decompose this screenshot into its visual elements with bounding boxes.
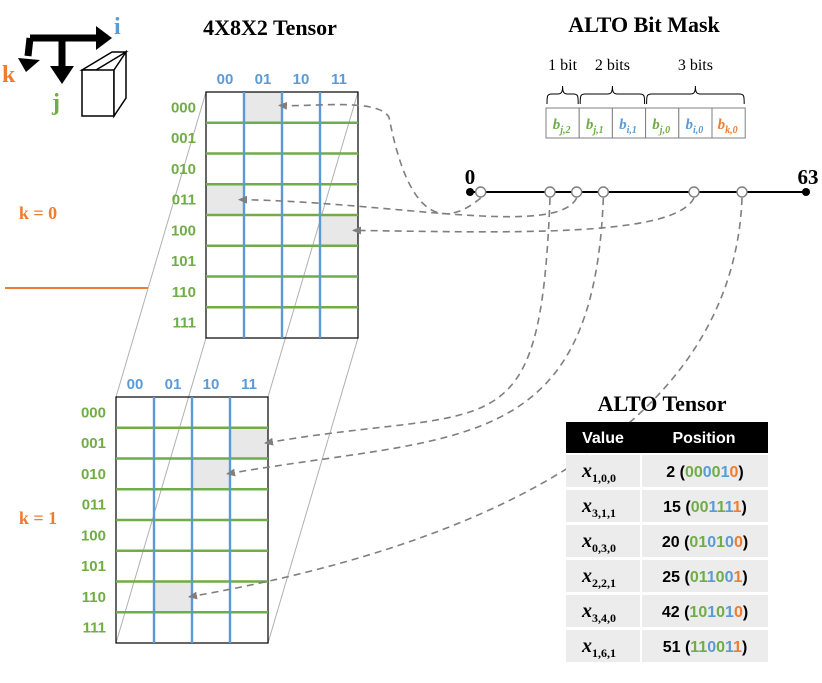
header-position: Position (672, 430, 735, 447)
table-row: x3,1,1 15 (001111) (566, 490, 768, 522)
value-cell: x2,2,1 (581, 565, 616, 590)
row-label: 111 (83, 620, 106, 637)
position-cell: 25 (011001) (662, 569, 747, 586)
bit-mask-title: ALTO Bit Mask (568, 12, 720, 37)
mask-bit-label: bj,0 (652, 117, 670, 136)
highlighted-cell (320, 215, 358, 246)
line-point (597, 186, 610, 198)
bit-mask: bj,2 bj,1 bi,1 bj,0 bi,0 bk,0 1 bit 2 bits 3 bit… (545, 57, 746, 139)
highlighted-cell (154, 581, 192, 613)
table-header (566, 422, 768, 453)
column-label: 00 (217, 71, 234, 88)
slice-k1-label: k = 1 (19, 508, 57, 528)
mapping-arrow (226, 197, 605, 477)
row-label: 010 (171, 161, 196, 178)
position-cell: 42 (101010) (662, 604, 748, 621)
column-label: 01 (255, 71, 272, 88)
bit-group-label: 2 bits (595, 57, 630, 74)
row-label: 110 (82, 589, 106, 606)
table-row: x1,6,1 51 (110011) (566, 630, 768, 662)
alto-table: Value Position x1,0,0 2 (000010) x3,1,1 15 (0… (566, 422, 768, 662)
line-end-label: 63 (798, 165, 819, 189)
column-label: 11 (241, 376, 257, 393)
column-label: 11 (331, 71, 347, 88)
value-cell: x3,4,0 (581, 600, 616, 625)
column-label: 10 (203, 376, 220, 393)
slice-k0-label: k = 0 (19, 203, 57, 223)
axis-glyph: i k j (2, 14, 129, 119)
row-label: 111 (173, 315, 196, 332)
row-label: 000 (81, 404, 106, 421)
axis-j-label: j (51, 90, 60, 116)
value-cell: x1,0,0 (581, 460, 616, 485)
bit-group-label: 3 bits (678, 57, 713, 74)
table-row: x3,4,0 42 (101010) (566, 595, 768, 627)
value-cell: x1,6,1 (581, 635, 616, 660)
tensor-title: 4X8X2 Tensor (203, 15, 337, 40)
row-label: 011 (172, 192, 196, 209)
table-row: x1,0,0 2 (000010) (566, 455, 768, 487)
line-point (570, 186, 583, 198)
row-label: 101 (81, 558, 106, 575)
mask-bit-label: bj,2 (553, 117, 571, 136)
row-label: 100 (171, 222, 196, 239)
mask-bit-label: bi,1 (619, 117, 637, 136)
mapping-arrow (238, 195, 578, 218)
line-point (688, 186, 700, 198)
value-cell: x0,3,0 (581, 530, 616, 555)
table-row: x0,3,0 20 (010100) (566, 525, 768, 557)
highlighted-cell (206, 184, 244, 215)
mask-bit-cell (545, 107, 580, 139)
column-label: 10 (293, 71, 310, 88)
mask-bit-label: bi,0 (686, 117, 704, 136)
row-label: 000 (171, 99, 196, 116)
mapping-arrow (264, 197, 551, 446)
line-point (474, 186, 487, 198)
highlighted-cell (192, 458, 230, 490)
position-cell: 15 (001111) (663, 499, 747, 516)
row-label: 001 (81, 435, 106, 452)
value-cell: x3,1,1 (581, 495, 616, 520)
mask-bit-label: bj,1 (586, 117, 604, 136)
bit-group-brace (646, 85, 745, 105)
row-label: 010 (81, 466, 106, 483)
mask-bit-label: bk,0 (718, 117, 738, 136)
highlighted-cell (244, 92, 282, 123)
line-start-label: 0 (465, 165, 476, 189)
perspective-lines (115, 91, 359, 644)
mask-bit-cell (645, 107, 680, 139)
mapping-arrow (352, 197, 695, 235)
line-point (736, 186, 748, 198)
alto-tensor-title: ALTO Tensor (597, 391, 726, 416)
position-cell: 51 (110011) (663, 639, 748, 656)
axis-i-label: i (114, 14, 121, 40)
mapping-arrows (188, 101, 743, 600)
mapping-arrow (278, 101, 482, 215)
bit-group-brace (546, 85, 579, 105)
bit-group-brace (579, 85, 646, 105)
mask-bit-cell (711, 107, 746, 139)
row-label: 011 (82, 497, 106, 514)
axis-k-label: k (2, 62, 16, 88)
mask-bit-cell (678, 107, 713, 139)
row-label: 001 (171, 130, 196, 147)
table-row: x2,2,1 25 (011001) (566, 560, 768, 592)
number-line: 0 63 (465, 165, 819, 198)
position-cell: 20 (010100) (662, 534, 748, 551)
line-point (544, 186, 556, 198)
column-label: 01 (165, 376, 182, 393)
highlighted-cell (230, 427, 268, 459)
header-value: Value (582, 430, 624, 447)
bit-group-label: 1 bit (548, 57, 577, 74)
row-label: 101 (171, 253, 196, 270)
column-label: 00 (127, 376, 144, 393)
position-cell: 2 (000010) (666, 464, 743, 481)
row-label: 100 (81, 527, 106, 544)
row-label: 110 (172, 284, 196, 301)
